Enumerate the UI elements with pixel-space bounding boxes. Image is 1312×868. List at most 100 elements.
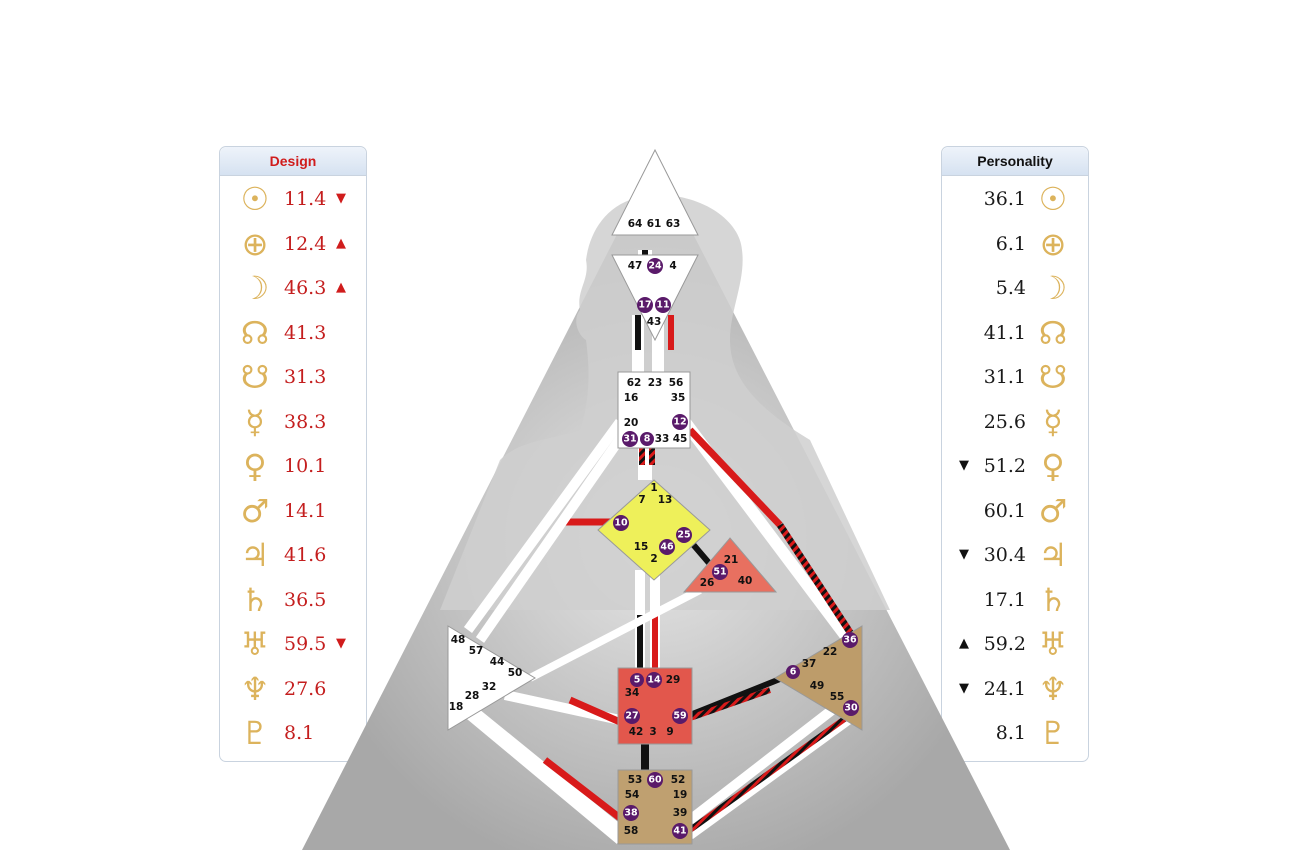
- design-row-neptune: ♆27.6: [220, 667, 366, 711]
- gate-30: 30: [844, 703, 858, 714]
- gate-9: 9: [666, 726, 673, 738]
- personality-row-earth: ⊕ 6.1: [942, 222, 1088, 266]
- uranus-icon: ♅: [240, 625, 270, 663]
- mercury-icon: ☿: [245, 402, 265, 441]
- design-row-saturn: ♄36.5: [220, 578, 366, 622]
- gate-59: 59: [673, 711, 686, 722]
- gate-46-marker: [659, 539, 675, 555]
- gate-62: 62: [627, 377, 642, 389]
- venus-icon: ♀: [1041, 447, 1065, 485]
- sun-icon: ☉: [240, 180, 270, 218]
- design-row-south-node: ☋31.3: [220, 355, 366, 399]
- exaltation-arrow-icon: ▼: [959, 547, 969, 562]
- g-center: [597, 479, 711, 581]
- personality-row-sun: ☉ 36.1: [942, 177, 1088, 221]
- exaltation-arrow-icon: ▼: [336, 636, 346, 651]
- personality-gate-value: 8.1: [995, 722, 1026, 744]
- gate-26: 26: [700, 577, 715, 589]
- gate-24: 24: [648, 261, 662, 272]
- spleen-center: [447, 625, 536, 731]
- gate-38: 38: [624, 808, 638, 819]
- gate-2: 2: [650, 553, 657, 565]
- gate-22: 22: [823, 646, 838, 658]
- gate-33: 33: [655, 433, 670, 445]
- gate-6: 6: [790, 667, 797, 678]
- gate-5-marker: [630, 673, 644, 687]
- heart-center: [682, 537, 778, 593]
- gate-39: 39: [673, 807, 688, 819]
- gate-32: 32: [482, 681, 497, 693]
- personality-panel: Personality ☉36.1⊕6.1☽5.4☊41.1☋31.1☿25.6…: [941, 146, 1089, 762]
- gate-14-marker: [646, 672, 662, 688]
- gate-52: 52: [671, 774, 686, 786]
- design-gate-value: 12.4: [284, 232, 327, 255]
- gate-19: 19: [673, 789, 688, 801]
- personality-row-mercury: ☿25.6: [942, 400, 1088, 444]
- gate-11: 11: [656, 300, 669, 311]
- gate-43: 43: [647, 316, 662, 328]
- personality-gate-value: 5.4: [995, 277, 1026, 299]
- exaltation-arrow-icon: ▼: [959, 680, 969, 696]
- gate-55: 55: [830, 691, 845, 703]
- gate-6-marker: [786, 665, 800, 679]
- design-gate-value: 11.4: [284, 188, 327, 210]
- gate-57: 57: [469, 645, 484, 657]
- saturn-icon: ♄: [1038, 580, 1068, 619]
- gate-61: 61: [647, 218, 662, 230]
- venus-icon: ♀: [243, 447, 267, 485]
- design-gate-value: 31.3: [284, 366, 327, 388]
- gate-12-marker: [672, 414, 688, 430]
- personality-row-jupiter: ♃30.4▼: [942, 533, 1088, 577]
- design-row-venus: ♀ 10.1: [220, 444, 366, 488]
- gate-45: 45: [673, 433, 688, 445]
- gate-58: 58: [624, 825, 639, 837]
- gate-27: 27: [625, 711, 638, 722]
- gate-12: 12: [673, 417, 686, 428]
- exaltation-arrow-icon: ▲: [959, 636, 969, 651]
- gate-41: 41: [673, 826, 686, 837]
- bodygraph-chart: 64 61 63 47 24 4 17 11 43 62 23 56 16 35…: [302, 148, 1010, 850]
- gate-17-marker: [637, 297, 653, 313]
- gate-31: 31: [623, 434, 636, 445]
- personality-row-north-node: ☊41.1: [942, 311, 1088, 355]
- gate-30-marker: [843, 700, 859, 716]
- personality-gate-value: 6.1: [995, 232, 1026, 255]
- design-panel: Design ☉11.4▼⊕12.4▲☽46.3▲☊41.3☋31.3☿38.3…: [219, 146, 367, 762]
- gate-60-marker: [647, 772, 663, 788]
- gate-51: 51: [713, 567, 726, 578]
- design-gate-value: 41.6: [284, 544, 327, 566]
- gate-36: 36: [843, 635, 857, 646]
- personality-gate-value: 60.1: [983, 499, 1026, 522]
- gate-18: 18: [449, 701, 464, 713]
- design-panel-title: Design: [220, 147, 366, 176]
- gate-47: 47: [628, 260, 643, 272]
- uranus-icon: ♅: [1038, 625, 1068, 663]
- personality-row-mars: ♂60.1: [942, 489, 1088, 533]
- gate-51-marker: [712, 564, 728, 580]
- exaltation-arrow-icon: ▼: [336, 191, 346, 206]
- personality-gate-value: 31.1: [983, 366, 1026, 388]
- head-center: [611, 148, 699, 236]
- moon-icon: ☽: [1038, 269, 1068, 307]
- gate-35: 35: [671, 392, 686, 404]
- design-gate-value: 38.3: [284, 410, 327, 433]
- personality-row-venus: ♀51.2▼: [942, 444, 1088, 488]
- design-gate-value: 36.5: [284, 588, 327, 611]
- design-row-sun: ☉ 11.4 ▼: [220, 177, 366, 221]
- personality-gate-value: 25.6: [983, 410, 1026, 433]
- personality-gate-value: 41.1: [983, 321, 1026, 344]
- sun-icon: ☉: [1038, 180, 1068, 218]
- gate-14: 14: [647, 675, 661, 686]
- personality-gate-value: 36.1: [983, 188, 1026, 210]
- exaltation-arrow-icon: ▲: [336, 280, 346, 295]
- design-gate-value: 10.1: [284, 455, 327, 477]
- design-gate-value: 14.1: [284, 499, 327, 522]
- gate-15: 15: [634, 541, 649, 553]
- design-row-north-node: ☊41.3: [220, 311, 366, 355]
- design-gate-value: 46.3: [284, 277, 327, 299]
- design-row-uranus: ♅59.5▼: [220, 622, 366, 666]
- earth-icon: ⊕: [1039, 224, 1067, 263]
- gate-63: 63: [666, 218, 681, 230]
- personality-row-neptune: ♆24.1▼: [942, 667, 1088, 711]
- gate-16: 16: [624, 392, 639, 404]
